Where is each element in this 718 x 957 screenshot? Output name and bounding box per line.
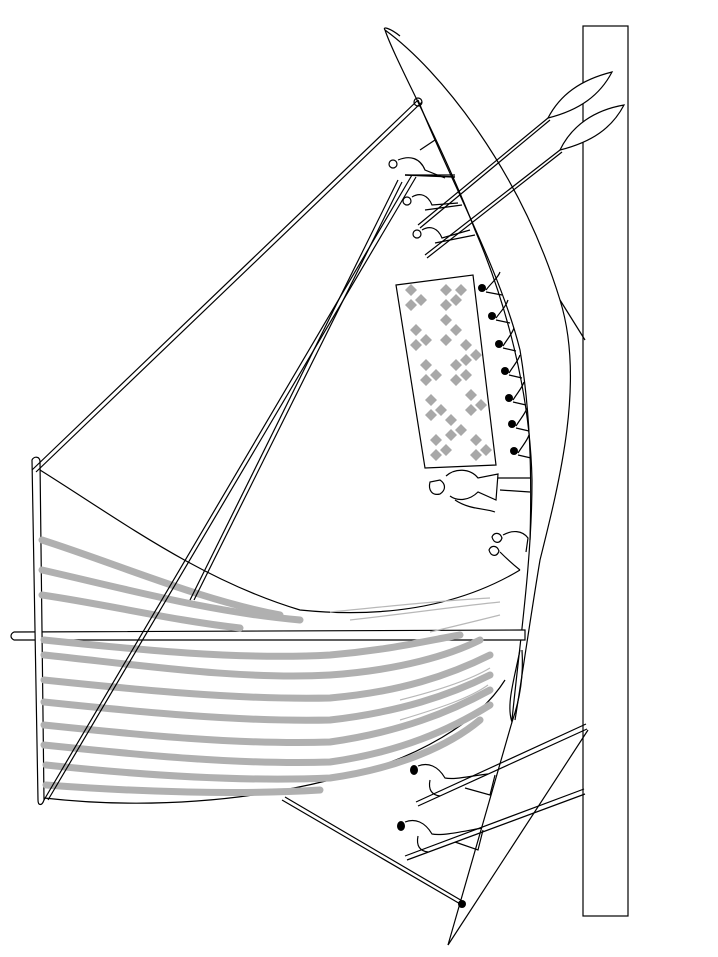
rigging-anchor-ring-bow [458,900,466,908]
rower-figure-1 [410,763,496,797]
rigging-stay-3b [193,181,403,601]
crew-pair-figure [488,531,529,571]
hull-stern-tip [383,27,401,37]
steersman-figure-3 [412,227,476,244]
rigging-stay-3 [189,179,399,601]
yard [31,456,45,806]
steersman-figure-2 [402,194,463,211]
crew-figure [510,434,532,459]
rowing-oar-2 [404,788,586,861]
rigging-stay-2b [47,176,417,801]
rigging-stay-2 [43,174,413,801]
rower-figure-2 [397,819,484,853]
hull-lower-line [559,299,586,341]
bow-stay [447,729,589,946]
rigging-stay-1 [31,99,419,471]
pier [582,25,629,917]
cabin-canopy [395,274,497,469]
crew-figure [505,381,527,406]
crew-figure [478,271,503,296]
deck-line [417,99,532,541]
steering-oar-1 [417,71,614,229]
crew-figure [501,354,523,379]
crew-row [478,271,532,459]
crew-figure [508,407,530,432]
rigging-backstay [281,799,463,906]
rowing-oar-1 [415,723,588,807]
deck-post [404,174,456,178]
rigging-stay-1b [35,101,423,473]
sail-outline [39,469,521,614]
canopy-diamond-pattern [405,284,492,461]
sail-stripes [38,536,501,796]
rigging-backstay-b [284,796,465,903]
hull-outer [384,29,572,721]
rigging-anchor-ring [413,97,423,107]
crew-figure [495,327,517,352]
seated-figure [428,469,531,513]
crew-figure [488,299,511,324]
steering-oar-2 [424,104,626,259]
